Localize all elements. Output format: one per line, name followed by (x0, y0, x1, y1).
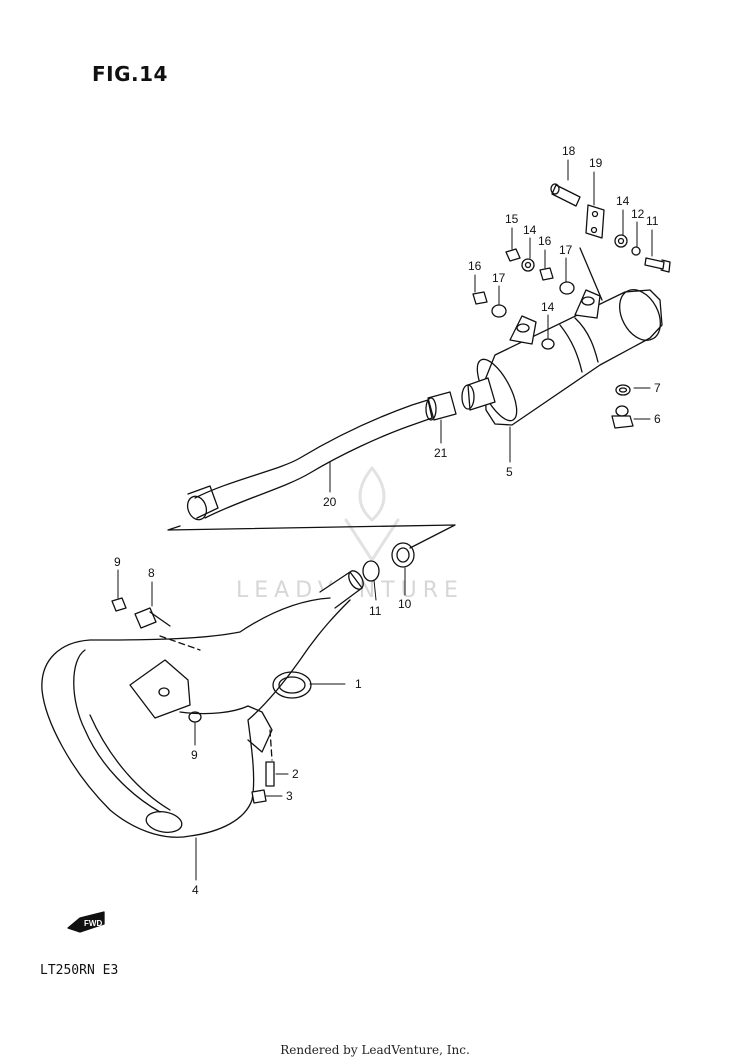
callout-17-a: 17 (559, 243, 573, 257)
callout-17-b: 17 (492, 271, 506, 285)
model-code: LT250RN E3 (40, 963, 119, 978)
callout-14-c: 14 (541, 300, 555, 314)
render-credit: Rendered by LeadVenture, Inc. (280, 1043, 470, 1057)
callout-5: 5 (506, 465, 513, 479)
callout-9-b: 9 (191, 748, 198, 762)
watermark-flame-icon (344, 466, 400, 562)
exhaust-chamber (41, 570, 364, 838)
callout-labels: 18 19 14 12 11 15 14 16 17 16 17 14 7 6 … (114, 144, 661, 897)
mounting-hardware (472, 183, 671, 429)
callout-3: 3 (286, 789, 293, 803)
callout-9-a: 9 (114, 555, 121, 569)
callout-12: 11 (646, 214, 659, 228)
mid-pipe (186, 391, 457, 521)
callout-16-b: 16 (468, 259, 482, 273)
callout-10: 10 (398, 597, 412, 611)
callout-4: 4 (192, 883, 199, 897)
callout-20: 20 (323, 495, 337, 509)
callout-21: 21 (434, 446, 448, 460)
callout-15: 15 (505, 212, 519, 226)
fwd-label: FWD (84, 919, 102, 928)
callout-2: 2 (292, 767, 299, 781)
callout-14-a: 14 (616, 194, 630, 208)
figure-title: FIG.14 (92, 62, 168, 86)
callout-1: 1 (355, 677, 362, 691)
callout-8: 8 (148, 566, 155, 580)
callout-6: 6 (654, 412, 661, 426)
callout-14-b: 14 (523, 223, 537, 237)
callout-11: 11 (369, 604, 382, 618)
separation-line (167, 524, 456, 549)
silencer-body (461, 289, 663, 426)
callout-7: 7 (654, 381, 661, 395)
callout-19: 19 (589, 156, 603, 170)
callout-leaders (117, 159, 653, 881)
callout-16-a: 16 (538, 234, 552, 248)
callout-18: 18 (562, 144, 576, 158)
forward-arrow-icon: FWD (67, 911, 105, 933)
callout-13: 12 (631, 207, 645, 221)
